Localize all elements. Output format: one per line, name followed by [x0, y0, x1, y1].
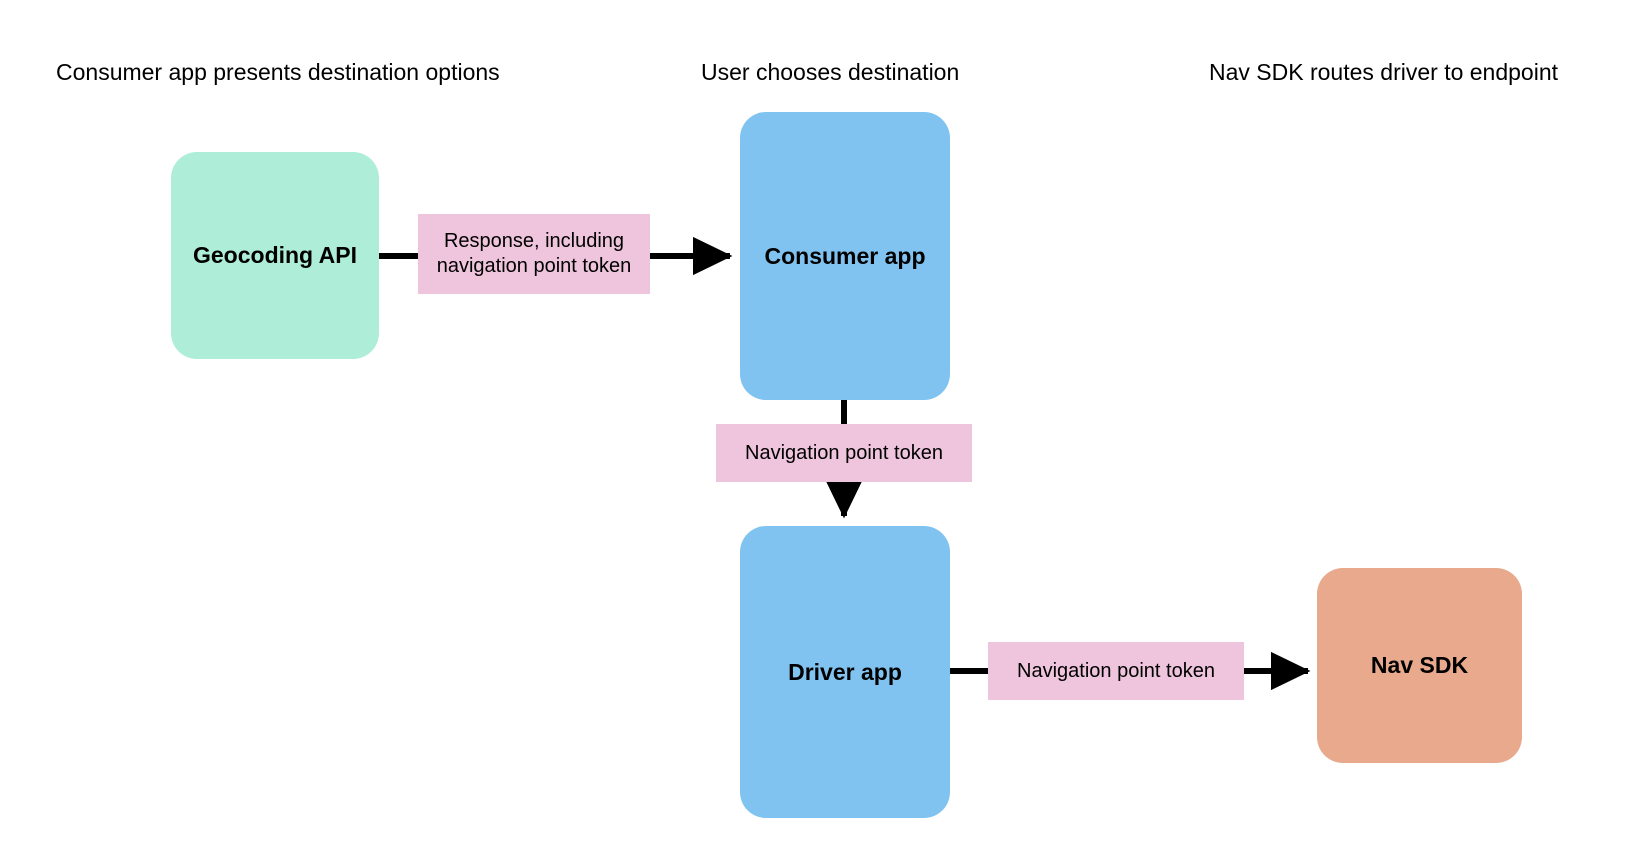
node-consumer-app[interactable]: Consumer app — [740, 112, 950, 400]
column-header-consumer-app: Consumer app presents destination option… — [56, 59, 500, 85]
edge-label-navigation-point-token-mid-text: Navigation point token — [745, 441, 943, 464]
edge-label-navigation-point-token-bottom-text: Navigation point token — [1017, 659, 1215, 682]
column-header-nav-sdk: Nav SDK routes driver to endpoint — [1209, 59, 1559, 85]
node-consumer-app-label: Consumer app — [764, 242, 926, 269]
edge-label-response-text: Response, including navigation point tok… — [436, 230, 632, 277]
edge-label-navigation-point-token-driver-navsdk: Navigation point token — [988, 642, 1244, 700]
edge-label-navigation-point-token-consumer-driver: Navigation point token — [716, 424, 972, 482]
edge-label-response-including-navigation-point-token: Response, including navigation point tok… — [418, 214, 650, 294]
node-nav-sdk-label: Nav SDK — [1370, 652, 1469, 678]
node-geocoding-api[interactable]: Geocoding API — [171, 152, 379, 359]
node-geocoding-api-label: Geocoding API — [193, 242, 357, 268]
node-nav-sdk[interactable]: Nav SDK — [1317, 568, 1522, 763]
column-header-user-chooses: User chooses destination — [701, 59, 960, 85]
node-driver-app[interactable]: Driver app — [740, 526, 950, 818]
node-driver-app-label: Driver app — [788, 658, 902, 685]
